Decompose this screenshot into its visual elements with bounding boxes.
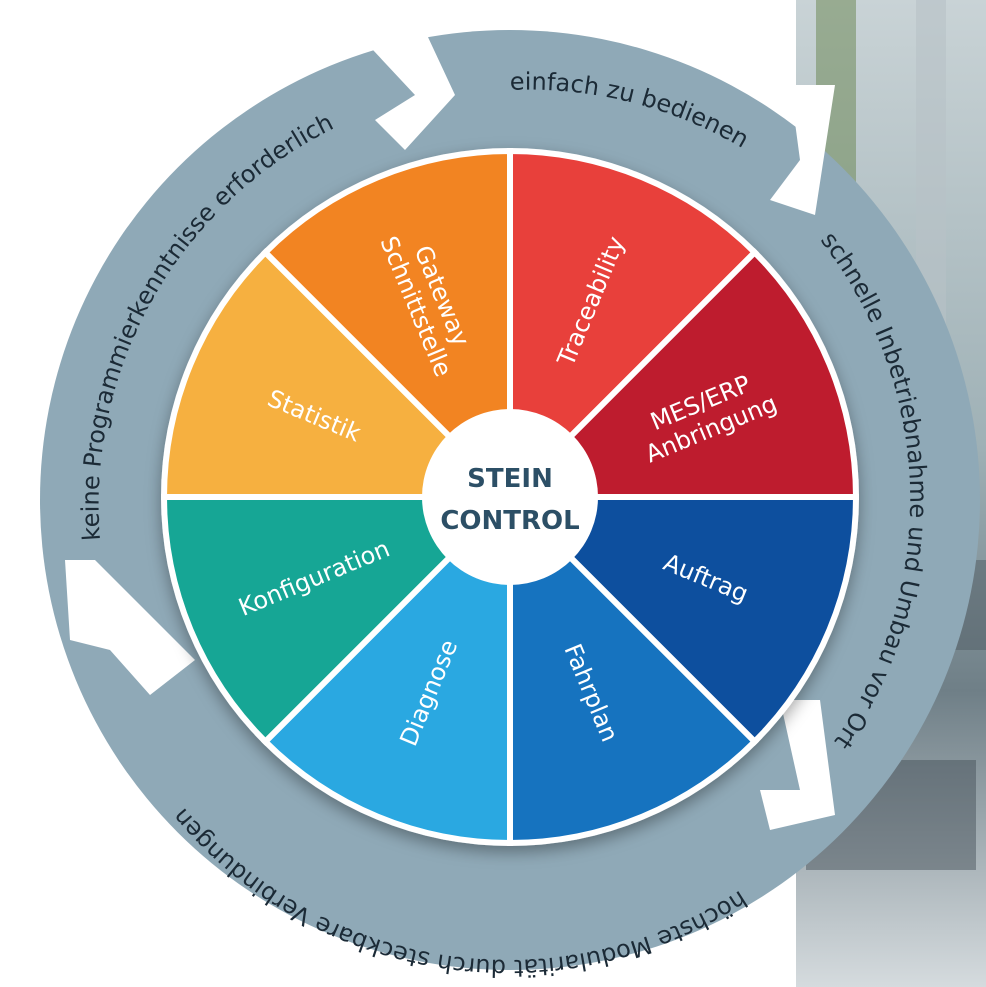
segment-traceability [507,147,759,505]
center-title-line2: CONTROL [440,506,579,536]
segment-konfiguration [160,494,518,746]
segment-statistik [160,248,518,500]
segment-wheel [160,147,860,847]
segment-mes-erp [502,248,860,500]
segment-diagnose [261,489,513,847]
segment-fahrplan [507,489,759,847]
segment-auftrag [502,494,860,746]
center-hub [422,409,598,585]
segment-gateway [261,147,513,505]
ring-arrows [65,20,835,830]
center-title-line1: STEIN [467,464,553,494]
